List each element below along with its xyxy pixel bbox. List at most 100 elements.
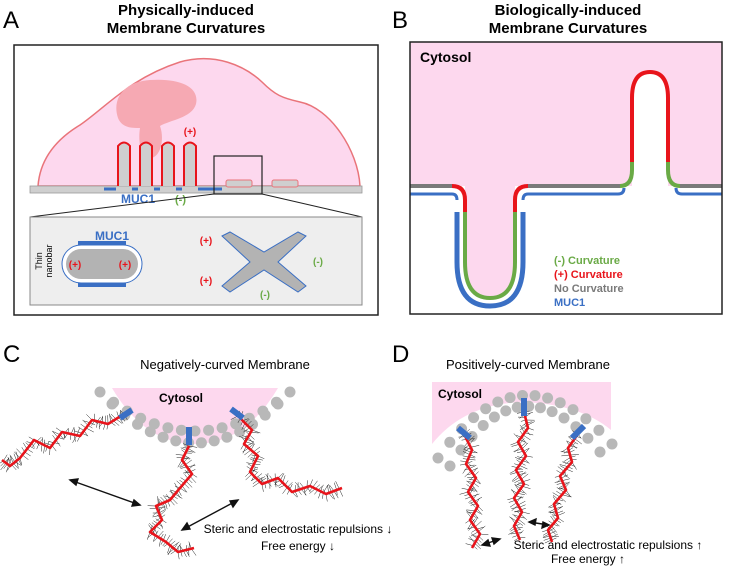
- panel-letter-b: B: [392, 7, 408, 34]
- muc1-layer: [410, 192, 459, 201]
- lipid-bead: [593, 424, 605, 436]
- curvature-legend: (-) Curvature (+) Curvature No Curvature…: [554, 255, 624, 309]
- lipid-bead: [208, 435, 220, 447]
- lipid-bead: [221, 431, 233, 443]
- mucin-backbone: [512, 411, 530, 541]
- muc1-anchor: [118, 407, 134, 421]
- lipid-bead: [170, 435, 182, 447]
- x-nanostructure: [221, 231, 307, 293]
- panel-b: B Biologically-induced Membrane Curvatur…: [392, 2, 723, 315]
- lipid-bead: [94, 386, 106, 398]
- legend-muc1: MUC1: [554, 297, 585, 309]
- panel-d-title: Positively-curved Membrane: [446, 357, 610, 372]
- double-arrow: [181, 499, 239, 531]
- lipid-bead: [468, 412, 480, 424]
- lipid-bead: [132, 418, 143, 430]
- lipid-bead: [195, 437, 207, 449]
- nanopillar: [117, 141, 131, 186]
- membrane-negative-curvature: [619, 162, 634, 188]
- inset-plus-right: (+): [119, 260, 132, 271]
- muc1-layer: [674, 187, 722, 196]
- lipid-bead: [432, 452, 444, 464]
- panel-c-title: Negatively-curved Membrane: [140, 357, 310, 372]
- inset-muc1-label: MUC1: [95, 229, 129, 243]
- arrow-head-icon: [527, 517, 537, 527]
- mucin-backbone: [462, 433, 482, 549]
- plus-curvature-label: (+): [184, 127, 197, 138]
- double-arrow: [69, 479, 141, 506]
- panel-d-caption-line2: Free energy ↑: [551, 552, 625, 566]
- zoom-box: [213, 155, 263, 195]
- legend-positive-curvature: (+) Curvature: [554, 269, 623, 281]
- panel-d: D Positively-curved Membrane Cytosol Ste…: [392, 341, 702, 566]
- lipid-bead: [444, 460, 456, 472]
- lipid-bead: [504, 392, 516, 404]
- muc1-anchor: [569, 423, 587, 441]
- inset-side-label-line1: Thin: [34, 252, 44, 270]
- panel-d-cytosol: [432, 382, 611, 444]
- arrow-head-icon: [480, 538, 492, 547]
- substrate: [29, 185, 363, 194]
- panel-b-cytosol-label: Cytosol: [420, 49, 471, 65]
- lipid-bead: [106, 398, 118, 410]
- nanopillar: [161, 141, 175, 186]
- lipid-bead: [234, 426, 246, 438]
- lipid-bead: [216, 422, 228, 434]
- nanobar: [271, 179, 299, 188]
- panel-b-frame: [409, 41, 723, 315]
- distance-arrows: [480, 517, 551, 547]
- panel-a-title-line1: Physically-induced: [118, 2, 254, 19]
- lipid-bead: [594, 446, 606, 458]
- muc1-layer: [521, 187, 626, 201]
- glycan-bristles: [147, 443, 198, 560]
- lipid-bead: [203, 424, 215, 436]
- lipid-bead: [144, 426, 156, 438]
- distance-arrows: [68, 478, 240, 531]
- arrow-head-icon: [180, 521, 192, 531]
- membrane-positive-curvature: [513, 184, 529, 212]
- minus-curvature-label: (-): [175, 194, 186, 206]
- lipid-bead: [162, 422, 174, 434]
- muc1-layer: [454, 212, 526, 309]
- lipid-bead: [455, 444, 467, 456]
- mucin-backbone: [1, 412, 125, 468]
- panel-a: A Physically-induced Membrane Curvatures…: [3, 2, 379, 316]
- panel-d-cytosol-label: Cytosol: [438, 387, 482, 401]
- lipid-bead: [189, 425, 201, 437]
- membrane-positive-curvature: [630, 69, 670, 162]
- panel-letter-c: C: [3, 341, 20, 368]
- membrane: [410, 69, 722, 309]
- lipid-bead: [284, 386, 296, 398]
- glycan-bristles: [0, 410, 128, 473]
- x-minus-right: (-): [313, 257, 323, 268]
- muc1-anchor: [229, 406, 245, 421]
- lipid-bead: [606, 438, 618, 450]
- arrow-head-icon: [130, 498, 142, 507]
- lipid-bead: [259, 409, 271, 421]
- muc1-anchor: [456, 425, 472, 441]
- lipid-bead: [511, 401, 523, 413]
- nanopillars: [117, 141, 197, 186]
- lipid-bead: [272, 398, 284, 410]
- membrane-negative-curvature: [666, 162, 681, 188]
- lipid-bead: [444, 436, 456, 448]
- lipid-bead: [567, 404, 579, 416]
- glycan-bristles: [147, 443, 198, 560]
- panel-b-title-line2: Membrane Curvatures: [489, 20, 647, 37]
- cell-nucleus: [116, 79, 197, 158]
- lipid-bead: [477, 420, 489, 431]
- panel-b-title-line1: Biologically-induced: [495, 2, 642, 19]
- zoom-line-left: [29, 193, 215, 218]
- lipid-bead: [529, 390, 541, 402]
- nanopillar: [183, 141, 197, 186]
- lipid-bead: [175, 424, 187, 436]
- cytosol-region: [410, 42, 722, 298]
- panel-c-cytosol-label: Cytosol: [159, 391, 203, 405]
- lipid-bead: [580, 413, 592, 425]
- nanobar: [225, 179, 253, 188]
- legend-no-curvature: No Curvature: [554, 283, 624, 295]
- lipid-bead: [492, 396, 504, 408]
- mucin-backbone: [237, 415, 343, 496]
- lipid-bead: [480, 403, 492, 415]
